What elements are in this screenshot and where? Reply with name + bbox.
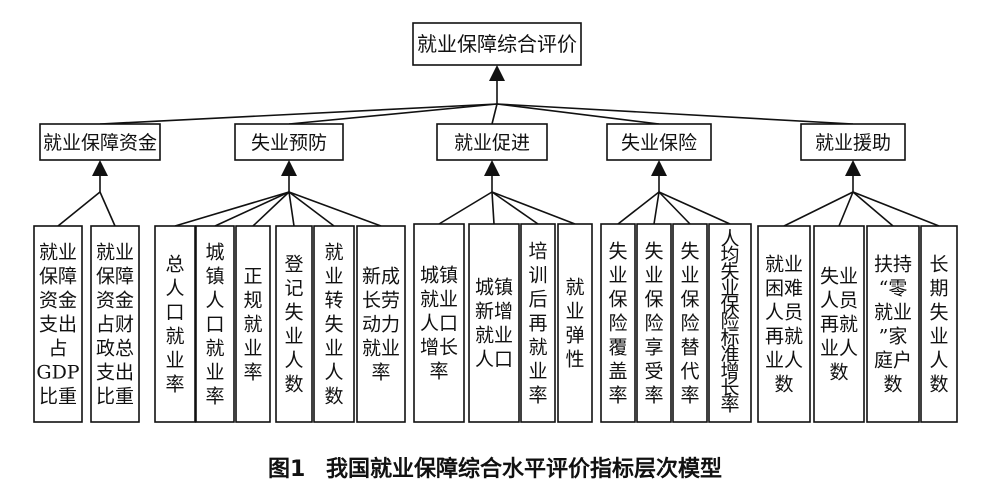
leaf-edge-line [288, 191, 382, 227]
leaf-node-label: 城镇人口就业率 [205, 242, 224, 408]
leaf-node-box [356, 225, 406, 423]
category-node-box [436, 123, 548, 161]
root-edge-line [288, 103, 498, 125]
leaf-node-label: 培训后再就业率 [528, 241, 547, 407]
leaf-node-label: 总人口就业率 [165, 254, 184, 396]
leaf-edge-line [658, 191, 731, 225]
leaf-node-box [600, 223, 636, 423]
leaf-edge-line [288, 191, 295, 227]
leaf-edge-line [491, 191, 539, 225]
leaf-node-box [920, 225, 958, 423]
leaf-node-label: 失业保险替代率 [680, 241, 699, 407]
leaf-node-label: 失业人员再就业人数 [820, 266, 858, 384]
leaf-edge-line [617, 191, 660, 225]
leaf-edge-line [783, 191, 854, 227]
leaf-node-label: 就业保障资金占财政总支出比重 [96, 242, 134, 408]
root-node-box [412, 22, 582, 66]
leaf-node-box [636, 223, 672, 423]
root-edge-line [496, 103, 854, 125]
leaf-edge-line [852, 191, 940, 227]
leaf-node-box [235, 225, 271, 423]
leaf-node-box [757, 225, 811, 423]
leaf-node-box [413, 223, 465, 423]
leaf-edge-line [174, 191, 290, 227]
category-node-box [39, 123, 161, 161]
leaf-node-label: 就业弹性 [565, 277, 584, 371]
leaf-edge-line [838, 191, 854, 227]
leaf-edge-line [491, 191, 495, 225]
leaf-node-box [468, 223, 520, 423]
category-node-label: 就业促进 [454, 132, 530, 154]
leaf-edge-line [288, 191, 335, 227]
leaf-edge-line [653, 191, 660, 225]
leaf-node-box [90, 225, 140, 423]
leaf-node-label: 就业困难人员再就业人数 [765, 254, 803, 396]
leaf-node-box [557, 223, 593, 423]
leaf-edge-line [438, 191, 493, 225]
leaf-node-box [154, 225, 196, 423]
caption-number: 图1 [268, 457, 305, 482]
leaf-edge-line [57, 191, 101, 227]
category-node-label: 就业保障资金 [43, 132, 157, 154]
leaf-edge-line [491, 191, 576, 225]
leaf-node-label: 正规就业率 [243, 266, 262, 384]
leaf-node-label: 登记失业人数 [284, 254, 303, 396]
leaf-node-box [672, 223, 708, 423]
leaf-edge-line [99, 191, 116, 227]
caption-text: 我国就业保障综合水平评价指标层次模型 [326, 456, 722, 482]
leaf-node-label: 城镇就业人口增长率 [420, 265, 458, 383]
leaf-node-box [520, 223, 556, 423]
leaf-node-box [195, 225, 235, 423]
category-node-label: 失业预防 [251, 132, 327, 154]
leaf-node-box [708, 223, 752, 423]
connector-lines [57, 65, 940, 227]
root-node-label: 就业保障综合评价 [417, 32, 577, 56]
leaf-edge-line [852, 191, 894, 227]
leaf-edge-line [658, 191, 691, 225]
leaf-node-box [33, 225, 83, 423]
leaf-node-box [313, 225, 355, 423]
root-edge-line [496, 103, 660, 125]
root-edge-line [99, 103, 498, 125]
figure-caption: 图1 我国就业保障综合水平评价指标层次模型 [268, 456, 722, 482]
category-node-box [800, 123, 906, 161]
leaf-edge-line [214, 191, 290, 227]
leaf-node-box [813, 225, 865, 423]
leaf-node-label: 失业保险享受率 [644, 241, 663, 407]
root-edge-line [491, 103, 498, 125]
leaf-node-box [275, 225, 313, 423]
leaf-node-label: 人均失业保险标准增长率 [720, 228, 739, 415]
leaf-node-label: 长期失业人数 [929, 254, 948, 396]
leaf-node-label: 就业转失业人数 [324, 242, 343, 408]
leaf-edge-line [252, 191, 290, 227]
leaf-node-box [866, 225, 920, 423]
leaf-node-label: 扶持“零就业”家庭户数 [874, 254, 912, 396]
category-node-box [606, 123, 712, 161]
leaf-node-label: 新成长劳动力就业率 [362, 266, 400, 384]
category-node-box [234, 123, 344, 161]
leaf-node-label: 失业保险覆盖率 [608, 241, 627, 407]
leaf-node-label: 城镇新增就业人口 [475, 277, 513, 371]
category-node-label: 就业援助 [815, 132, 891, 154]
category-node-label: 失业保险 [621, 132, 697, 154]
